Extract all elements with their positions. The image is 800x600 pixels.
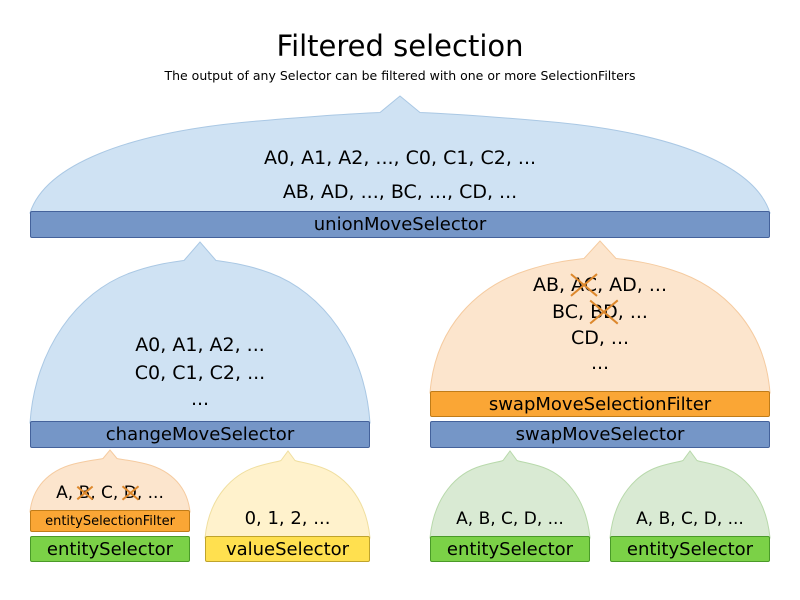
entity-funnel-left-shape [429,450,591,539]
change-funnel-line1: A0, A1, A2, ... [135,334,265,356]
value-selector-bar: valueSelector [205,536,370,562]
union-funnel-line2: AB, AD, ..., BC, ..., CD, ... [282,181,518,203]
union-move-selector-bar: unionMoveSelector [30,211,770,238]
filtered-entity-crossed-item-2: D [123,483,137,503]
swap-funnel-line4: ... [590,352,610,374]
swap-line2-pre: BC, [552,301,591,323]
entity-selection-filter-bar: entitySelectionFilter [30,510,190,532]
filtered-entity-funnel-line1: A, B, C, D, ... [30,483,190,503]
filtered-entity-post: , ... [136,483,164,503]
swap-funnel-line2: BC, BD, ... [430,301,770,324]
diagram-title: Filtered selection [276,29,524,63]
value-funnel-line1: 0, 1, 2, ... [244,508,331,529]
swap-line1-crossed-item: AC [571,274,598,296]
change-funnel-line2: C0, C1, C2, ... [134,362,266,384]
filtered-entity-pre: A, [56,483,79,503]
swap-move-selection-filter-bar: swapMoveSelectionFilter [430,391,770,417]
change-funnel-line3: ... [190,388,210,410]
union-funnel-line1: A0, A1, A2, ..., C0, C1, C2, ... [263,147,537,169]
entity-selector-bar-1: entitySelector [30,536,190,562]
change-funnel-shape [29,241,371,424]
entity-selector-bar-3: entitySelector [610,536,770,562]
swap-funnel-line3: CD, ... [570,327,630,349]
swap-line1-post: , AD, ... [597,274,667,296]
filtered-entity-funnel-shape [29,449,191,513]
union-funnel-shape [29,95,771,214]
entity-funnel-left-line1: A, B, C, D, ... [456,509,564,529]
entity-funnel-right-line1: A, B, C, D, ... [636,509,744,529]
swap-line1-pre: AB, [533,274,572,296]
diagram-subtitle: The output of any Selector can be filter… [164,68,636,83]
value-funnel-shape [204,450,371,539]
swap-move-selector-bar: swapMoveSelector [430,421,770,448]
swap-funnel-line1: AB, AC, AD, ... [430,274,770,297]
change-move-selector-bar: changeMoveSelector [30,421,370,448]
entity-funnel-right-shape [609,450,771,539]
entity-selector-bar-2: entitySelector [430,536,590,562]
filtered-entity-mid: , C, [90,483,124,503]
swap-line2-crossed-item: BD [590,301,618,323]
swap-line2-post: , ... [617,301,648,323]
filtered-entity-crossed-item-1: B [78,483,91,503]
